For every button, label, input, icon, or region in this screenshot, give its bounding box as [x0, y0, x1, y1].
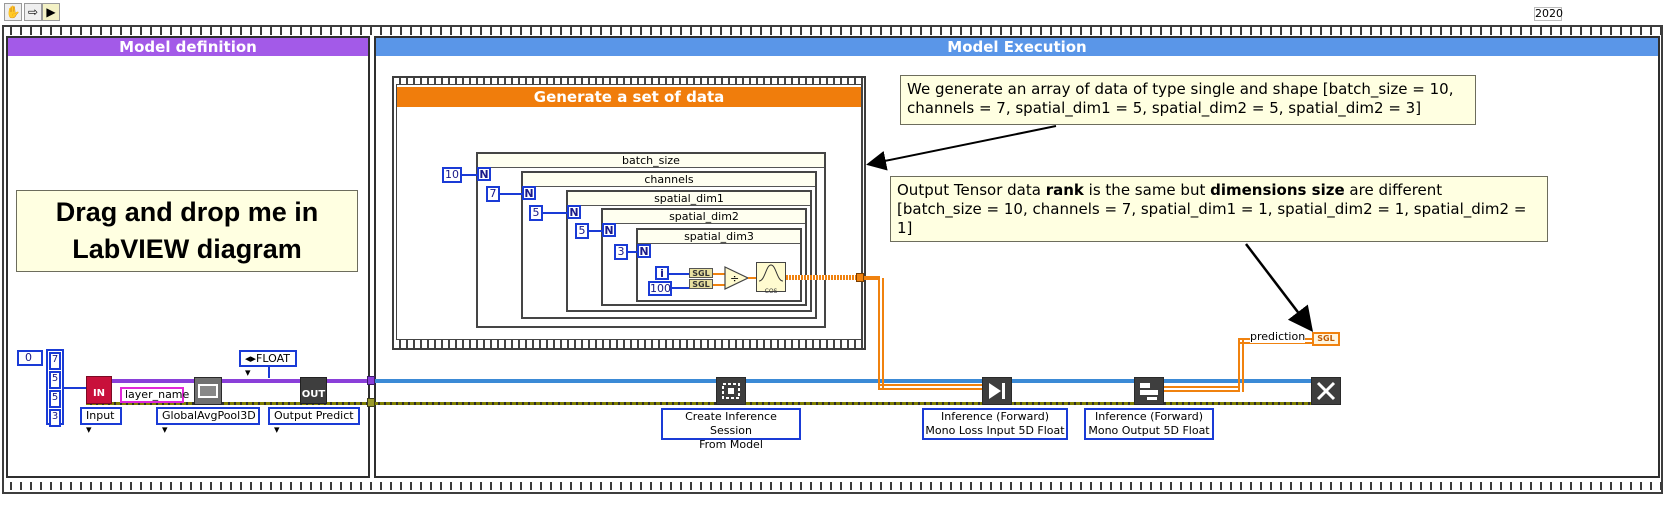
- model-definition-header: Model definition: [8, 38, 368, 56]
- note-bold-rank: rank: [1045, 181, 1084, 199]
- svg-text:÷: ÷: [730, 272, 739, 285]
- data-wire-horizontal: [878, 384, 984, 390]
- shape-value[interactable]: 3: [49, 409, 61, 427]
- note-output-shape: Output Tensor data rank is the same but …: [890, 176, 1548, 242]
- shape-wire: [64, 387, 86, 389]
- loop-title: channels: [523, 173, 815, 187]
- model-execution-header: Model Execution: [376, 38, 1658, 56]
- model-tunnel: [367, 376, 375, 385]
- frame-bottom-edge: [4, 482, 1661, 490]
- note-text: [batch_size = 10, channels = 7, spatial_…: [897, 200, 1527, 237]
- version-label: 2020: [1534, 7, 1563, 21]
- count-wire: [543, 212, 567, 214]
- count-wire: [462, 174, 478, 176]
- dtype-wire: [268, 366, 270, 378]
- note-arrows: [866, 125, 1314, 332]
- divisor-constant[interactable]: 100: [648, 281, 672, 296]
- prediction-wire-vertical: [1238, 340, 1244, 392]
- forward-output-ring[interactable]: Inference (Forward) Mono Output 5D Float: [1084, 408, 1214, 440]
- pool-ring[interactable]: GlobalAvgPool3D ▾: [156, 407, 260, 436]
- dtype-label: FLOAT: [256, 352, 290, 365]
- close-session-node[interactable]: [1311, 377, 1341, 405]
- shape-value[interactable]: 5: [49, 390, 61, 408]
- loop-title: spatial_dim2: [603, 210, 805, 224]
- output-ring[interactable]: Output Predict ▾: [268, 407, 360, 436]
- data-wire: [864, 276, 880, 280]
- array-index-display[interactable]: 0: [17, 350, 43, 366]
- note-text: are different: [1344, 181, 1443, 199]
- hand-tool-icon[interactable]: ✋: [4, 3, 22, 21]
- count-constant[interactable]: 5: [575, 223, 589, 239]
- sgl-wire: [713, 284, 727, 286]
- prediction-indicator[interactable]: SGL: [1312, 332, 1340, 346]
- forward-input-node[interactable]: [982, 377, 1012, 405]
- count-constant[interactable]: 7: [486, 186, 500, 202]
- error-wire: [86, 402, 1330, 405]
- output-ring-label: Output Predict: [274, 409, 354, 422]
- index-wire: [669, 273, 689, 275]
- loop-title: spatial_dim1: [568, 192, 810, 206]
- data-tunnel: [856, 273, 864, 282]
- note-input-shape: We generate an array of data of type sin…: [900, 75, 1476, 125]
- loop-count-terminal[interactable]: N: [522, 186, 536, 200]
- error-tunnel: [367, 398, 375, 407]
- loop-count-terminal[interactable]: N: [637, 244, 651, 258]
- create-session-ring[interactable]: Create Inference Session From Model: [661, 408, 801, 451]
- create-session-node[interactable]: [716, 377, 746, 405]
- cosine-wave-icon: [758, 264, 784, 282]
- shape-value[interactable]: 7: [49, 352, 61, 370]
- pool-ring-label: GlobalAvgPool3D: [162, 409, 256, 422]
- layer-icon: [198, 384, 218, 398]
- session-icon: [722, 383, 740, 399]
- output-layer-node[interactable]: OUT: [300, 377, 327, 404]
- count-constant[interactable]: 10: [442, 167, 462, 183]
- loop-count-terminal[interactable]: N: [567, 205, 581, 219]
- loop-count-terminal[interactable]: N: [477, 167, 491, 181]
- forward-input-ring[interactable]: Inference (Forward) Mono Loss Input 5D F…: [922, 408, 1068, 440]
- input-layer-node[interactable]: IN: [86, 376, 112, 404]
- count-wire: [500, 193, 522, 195]
- cosine-node[interactable]: COS: [756, 262, 786, 295]
- count-wire: [628, 251, 637, 253]
- input-ring[interactable]: Input ▾: [80, 407, 122, 436]
- forward-icon: [989, 383, 1005, 399]
- frame-top-edge: [4, 27, 1661, 35]
- session-wire: [375, 379, 1330, 383]
- count-constant[interactable]: 3: [614, 244, 628, 260]
- shape-array-constant[interactable]: 7 5 5 3: [46, 349, 64, 427]
- data-wire-vertical: [878, 278, 884, 388]
- output-icon: [1140, 383, 1158, 400]
- to-single-node[interactable]: SGL: [689, 279, 713, 289]
- shape-value[interactable]: 5: [49, 371, 61, 389]
- divisor-wire: [672, 287, 689, 289]
- prediction-label: prediction: [1250, 330, 1306, 343]
- flat-sequence-frame: [2, 25, 1663, 494]
- highlight-icon[interactable]: ▶: [42, 3, 60, 21]
- dtype-ring[interactable]: ◂▸FLOAT ▾: [239, 350, 297, 379]
- note-text: Output Tensor data: [897, 181, 1046, 199]
- iteration-terminal[interactable]: i: [655, 266, 669, 280]
- loop-count-terminal[interactable]: N: [602, 223, 616, 237]
- layer-name-constant[interactable]: layer_name: [120, 387, 189, 403]
- run-arrow-icon[interactable]: ⇨: [24, 3, 42, 21]
- forward-output-node[interactable]: [1134, 377, 1164, 405]
- count-wire: [589, 230, 602, 232]
- loop-title: spatial_dim3: [638, 230, 800, 244]
- array-output-wire: [786, 275, 858, 280]
- input-ring-label: Input: [86, 409, 115, 422]
- drag-note[interactable]: Drag and drop me in LabVIEW diagram: [16, 190, 358, 272]
- count-constant[interactable]: 5: [529, 205, 543, 221]
- note-text: is the same but: [1083, 181, 1211, 199]
- quotient-wire: [748, 277, 757, 279]
- loop-title: batch_size: [478, 154, 824, 168]
- note-bold-dimensions: dimensions size: [1210, 181, 1345, 199]
- divide-icon[interactable]: ÷: [724, 266, 750, 290]
- prediction-wire: [1164, 386, 1240, 392]
- cosine-label: COS: [764, 288, 778, 295]
- global-avg-pool-node[interactable]: [194, 377, 222, 405]
- close-icon: [1316, 381, 1336, 401]
- sgl-wire: [713, 273, 727, 275]
- to-single-node[interactable]: SGL: [689, 268, 713, 278]
- generate-header: Generate a set of data: [397, 87, 861, 107]
